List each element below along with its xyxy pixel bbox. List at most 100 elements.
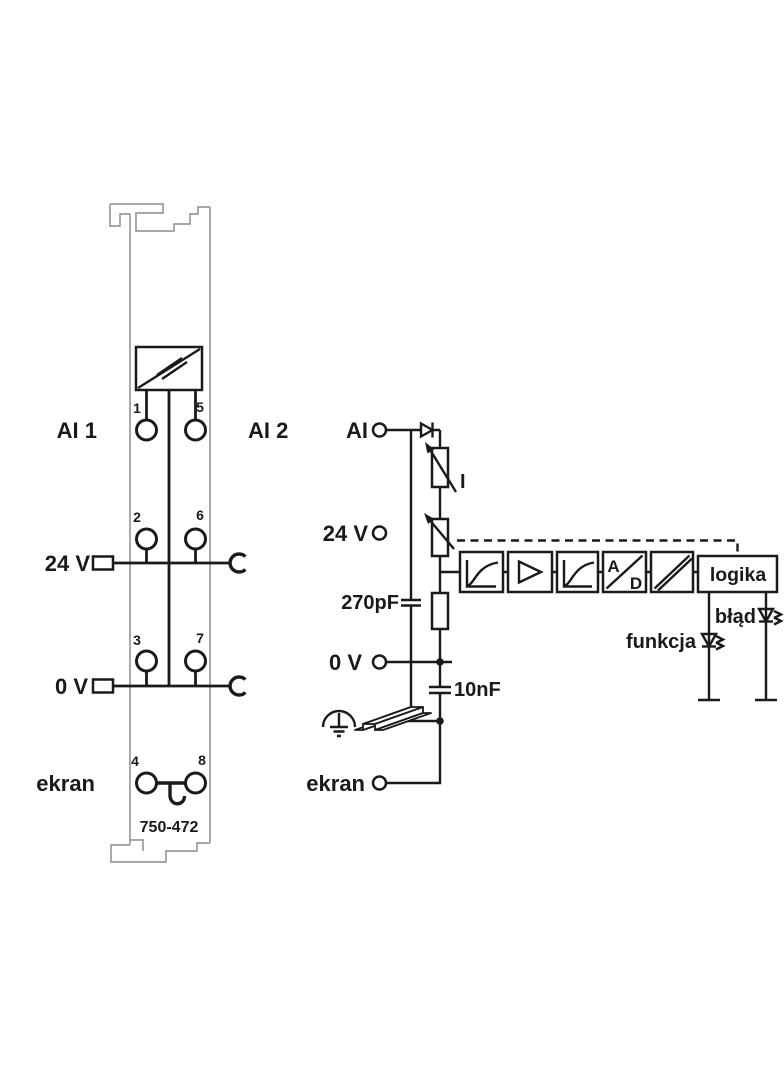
schem-terminal-24v	[371, 525, 388, 541]
schematic-ekran: ekran	[306, 721, 442, 796]
varistor-current: I	[425, 442, 466, 519]
module-converter-block	[134, 345, 204, 686]
terminal-6	[184, 527, 207, 551]
filter1-curve	[466, 561, 499, 588]
module-0v-row	[91, 671, 247, 697]
wire-ekran	[386, 721, 442, 785]
module-labels: AI 1 AI 2 24 V 0 V ekran 750-472	[36, 418, 288, 836]
label-schem-ai: AI	[346, 418, 368, 443]
schematic-ai-input: AI	[346, 418, 442, 600]
filter-block-2	[555, 550, 600, 594]
earth-and-rail	[321, 706, 440, 738]
rail-flange-right	[374, 712, 432, 731]
cap-10nf: 10nF	[429, 662, 501, 725]
terminal-number-3: 3	[133, 632, 141, 648]
din-rail-icon	[354, 706, 432, 731]
varistor1-arrow-head	[425, 442, 435, 454]
terminal-1	[135, 418, 158, 442]
processing-chain: A D logika	[458, 550, 779, 594]
terminal-number-5: 5	[196, 399, 204, 415]
earth-arc	[321, 709, 357, 728]
adc-diagonal	[605, 554, 644, 590]
socket-contact-24v	[228, 552, 247, 574]
terminal-stems-24v	[145, 549, 197, 563]
schem-terminal-ai	[371, 422, 388, 438]
label-module-24v: 24 V	[45, 551, 91, 576]
filter1-axes	[465, 560, 496, 588]
led-error-rays	[773, 609, 784, 626]
filter-block-1	[458, 550, 505, 594]
label-schem-ekran: ekran	[306, 771, 365, 796]
shield-hook	[168, 783, 187, 806]
status-leds: funkcja błąd	[626, 592, 784, 702]
converter-pins	[145, 390, 197, 686]
cap-10nf-plates	[429, 685, 451, 695]
label-schem-0v: 0 V	[329, 650, 362, 675]
module-terminal-contacts	[135, 418, 207, 795]
varistor1-arrow-shaft	[427, 447, 458, 493]
filter2-curve	[563, 561, 595, 588]
socket-contact-0v	[228, 675, 247, 697]
label-part-number: 750-472	[140, 819, 199, 836]
converter-double-stroke	[156, 357, 188, 380]
terminal-number-8: 8	[198, 752, 206, 768]
module-bottom-notch	[130, 839, 144, 851]
cap-270pf: 270pF	[341, 592, 421, 721]
terminal-number-1: 1	[133, 400, 141, 416]
amplifier-block	[506, 550, 554, 594]
module-shield-row	[156, 781, 187, 806]
varistor-control	[424, 513, 739, 558]
filter2-axes	[562, 560, 592, 588]
led-function-icon	[699, 632, 726, 651]
terminal-number-6: 6	[196, 507, 204, 523]
label-270pf: 270pF	[341, 592, 399, 614]
earth-bars	[330, 713, 348, 738]
cap-270pf-plates	[401, 598, 421, 607]
schem-terminal-0v	[371, 654, 388, 670]
amp-box	[506, 550, 554, 594]
label-module-ekran: ekran	[36, 771, 95, 796]
logic-box	[696, 554, 779, 594]
internal-schematic: AI I 24 V	[306, 418, 784, 796]
label-logika: logika	[710, 564, 767, 586]
adc-block: A D	[601, 550, 648, 594]
terminal-number-2: 2	[133, 509, 141, 525]
varistor2-arrow-shaft	[427, 517, 455, 550]
terminal-7	[184, 649, 207, 673]
schem-terminal-ekran	[371, 775, 388, 791]
control-dashed-line	[457, 539, 739, 556]
module-24v-row	[91, 549, 247, 574]
adc-letter-d: D	[630, 574, 642, 593]
diode-icon	[419, 421, 435, 439]
schematic-0v: 0 V	[329, 650, 452, 675]
adc-letter-a: A	[607, 557, 619, 576]
label-ai2: AI 2	[248, 418, 288, 443]
terminal-3	[135, 649, 158, 673]
amp-triangle-icon	[517, 559, 544, 585]
terminal-5	[184, 418, 207, 442]
resistor-chain	[430, 556, 460, 662]
io-module: 1 5 2 6 3 7 4 8 AI 1 AI 2 24 V 0 V ekran…	[36, 203, 288, 863]
terminal-4	[135, 771, 158, 795]
resistor-body	[430, 591, 450, 631]
terminal-number-4: 4	[131, 753, 139, 769]
label-10nf: 10nF	[454, 679, 501, 701]
led-error-icon	[756, 607, 784, 626]
terminal-number-7: 7	[196, 630, 204, 646]
label-ai1: AI 1	[57, 418, 97, 443]
plug-connector-0v	[91, 678, 115, 694]
terminal-8	[184, 771, 207, 795]
module-housing-outline	[109, 203, 211, 863]
module-top-edge	[110, 203, 210, 232]
isolation-block	[649, 550, 695, 594]
schematic-24v: 24 V	[323, 521, 388, 546]
converter-diagonal	[137, 347, 201, 390]
plug-connector-24v	[91, 555, 115, 571]
led-function-triangle	[699, 632, 719, 649]
varistor2-arrow-head	[424, 513, 435, 524]
label-schem-24v: 24 V	[323, 521, 369, 546]
isolation-double-diagonal	[653, 554, 693, 592]
led-function-rays	[715, 634, 726, 651]
